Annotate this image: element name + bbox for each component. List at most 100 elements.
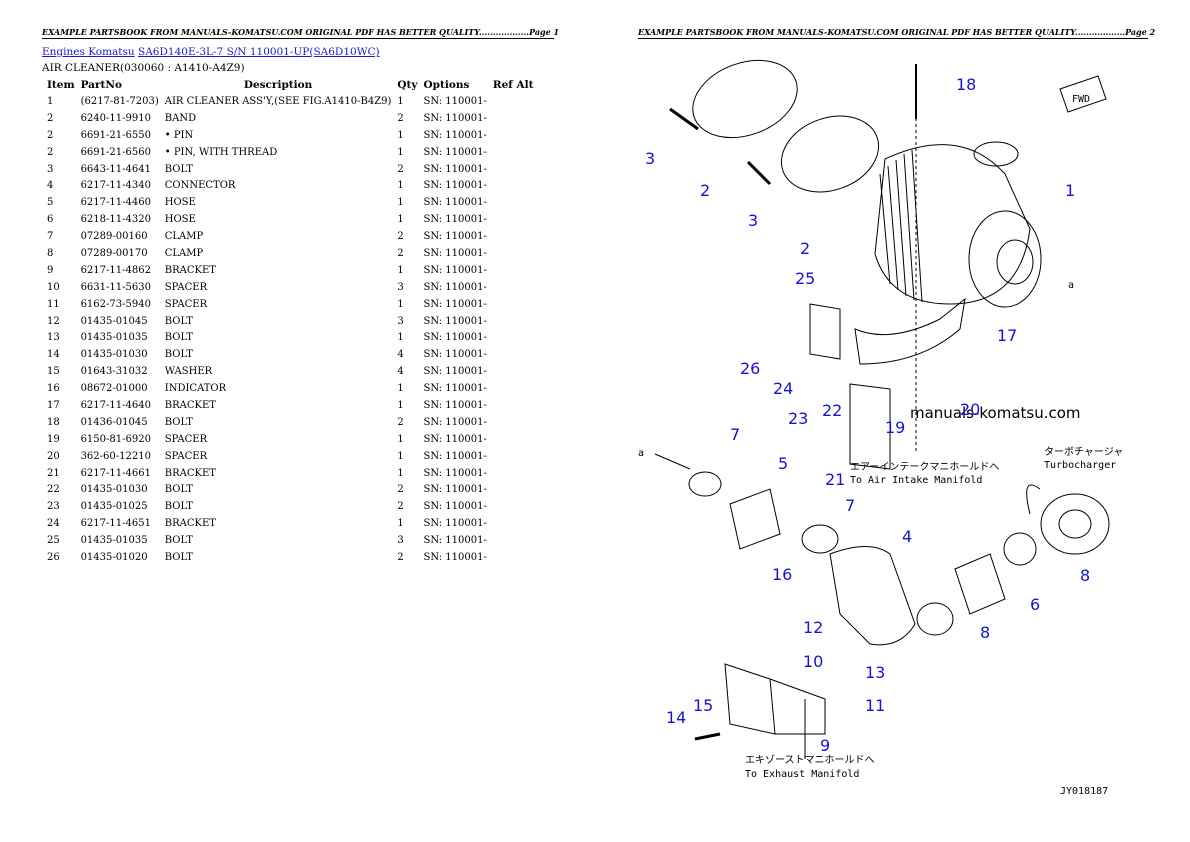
partno-cell: 6691-21-6560	[80, 146, 151, 158]
parts-table: Item PartNo Description Qty Options Ref …	[42, 77, 536, 566]
partno-cell: 6218-11-4320	[80, 214, 151, 226]
breadcrumb: Engines Komatsu SA6D140E-3L-7 S/N 110001…	[42, 46, 380, 58]
fwd-arrow-box	[1059, 75, 1107, 113]
partno-cell: 01435-01035	[80, 332, 148, 344]
callout-8: 8	[1080, 566, 1090, 585]
partno-cell: 6217-11-4640	[80, 399, 151, 411]
item-cell: 16	[47, 383, 60, 395]
item-cell: 9	[47, 264, 54, 276]
options-cell: SN: 110001-	[423, 467, 487, 479]
bolt-drawing	[746, 160, 772, 186]
partno-cell: 07289-00160	[80, 231, 148, 243]
ref-alt-cell	[490, 397, 537, 414]
partno-cell: 6643-11-4641	[80, 163, 151, 175]
callout-11: 11	[865, 696, 885, 715]
turbocharger-drawing	[1026, 484, 1110, 555]
partno-cell: 07289-00170	[80, 247, 148, 259]
partno-cell: 6217-11-4651	[80, 518, 151, 530]
options-cell: SN: 110001-	[423, 264, 487, 276]
qty-cell: 3	[397, 315, 404, 327]
ref-alt-cell	[490, 211, 537, 228]
ref-alt-cell	[490, 498, 537, 515]
watermark: manuals-komatsu.com	[910, 404, 1081, 422]
description-cell: • PIN	[164, 129, 194, 141]
partno-cell: 08672-01000	[80, 383, 148, 395]
item-cell: 5	[47, 197, 54, 209]
ref-alt-cell	[490, 549, 537, 566]
fwd-label: FWD	[1072, 94, 1090, 105]
description-cell: AIR CLEANER ASS'Y,(SEE FIG.A1410-B4Z9)	[164, 95, 392, 107]
bolt-drawing	[694, 732, 721, 741]
description-cell: BOLT	[164, 315, 193, 327]
options-cell: SN: 110001-	[423, 535, 487, 547]
breadcrumb-link-model[interactable]: SA6D140E-3L-7 S/N 110001-UP(SA6D10WC)	[138, 46, 380, 58]
ref-alt-cell	[490, 194, 537, 211]
partno-cell: 6217-11-4460	[80, 197, 151, 209]
qty-cell: 1	[397, 214, 404, 226]
item-cell: 3	[47, 163, 54, 175]
description-cell: SPACER	[164, 298, 208, 310]
options-cell: SN: 110001-	[423, 399, 487, 411]
partno-cell: 01435-01030	[80, 484, 148, 496]
partno-cell: 01435-01025	[80, 501, 148, 513]
item-cell: 6	[47, 214, 54, 226]
description-cell: SPACER	[164, 433, 208, 445]
ref-alt-cell	[490, 144, 537, 161]
partno-cell: 01435-01045	[80, 315, 148, 327]
options-cell: SN: 110001-	[423, 112, 487, 124]
page-title: AIR CLEANER(030060 : A1410-A4Z9)	[42, 62, 245, 74]
options-cell: SN: 110001-	[423, 95, 487, 107]
column-header-ref-alt: Ref Alt	[492, 79, 534, 91]
ref-alt-cell	[490, 346, 537, 363]
qty-cell: 1	[397, 518, 404, 530]
description-cell: HOSE	[164, 214, 196, 226]
options-cell: SN: 110001-	[423, 484, 487, 496]
callout-14: 14	[666, 708, 686, 727]
options-cell: SN: 110001-	[423, 383, 487, 395]
item-cell: 2	[47, 112, 54, 124]
page-header-right: EXAMPLE PARTSBOOK FROM MANUALS-KOMATSU.C…	[638, 27, 1156, 39]
item-cell: 2	[47, 129, 54, 141]
partno-cell: 6162-73-5940	[80, 298, 151, 310]
description-cell: SPACER	[164, 450, 208, 462]
band-drawing	[692, 59, 798, 139]
ref-alt-cell	[490, 414, 537, 431]
intake-label-jp: エアーインテークマニホールドへ	[850, 461, 999, 473]
options-cell: SN: 110001-	[423, 197, 487, 209]
callout-25: 25	[795, 269, 815, 288]
item-cell: 8	[47, 247, 54, 259]
ref-alt-cell	[490, 245, 537, 262]
callout-3: 3	[645, 149, 655, 168]
options-cell: SN: 110001-	[423, 551, 487, 563]
options-cell: SN: 110001-	[423, 163, 487, 175]
qty-cell: 1	[397, 450, 404, 462]
partno-cell: 6217-11-4661	[80, 467, 151, 479]
callout-8b: 8	[980, 623, 990, 642]
item-cell: 1	[47, 95, 54, 107]
partno-cell: 6691-21-6550	[80, 129, 151, 141]
callout-26: 26	[740, 359, 760, 378]
ref-alt-cell	[490, 177, 537, 194]
item-cell: 7	[47, 231, 54, 243]
callout-1: 1	[1065, 181, 1075, 200]
callout-13: 13	[865, 663, 885, 682]
callout-6: 6	[1030, 595, 1040, 614]
ref-alt-cell	[490, 431, 537, 448]
ref-alt-cell	[490, 515, 537, 532]
callout-7b: 7	[845, 496, 855, 515]
column-header-description: Description	[243, 79, 313, 91]
ref-alt-cell	[490, 279, 537, 296]
breadcrumb-link-engines[interactable]: Engines Komatsu	[42, 46, 135, 58]
item-cell: 15	[47, 366, 60, 378]
